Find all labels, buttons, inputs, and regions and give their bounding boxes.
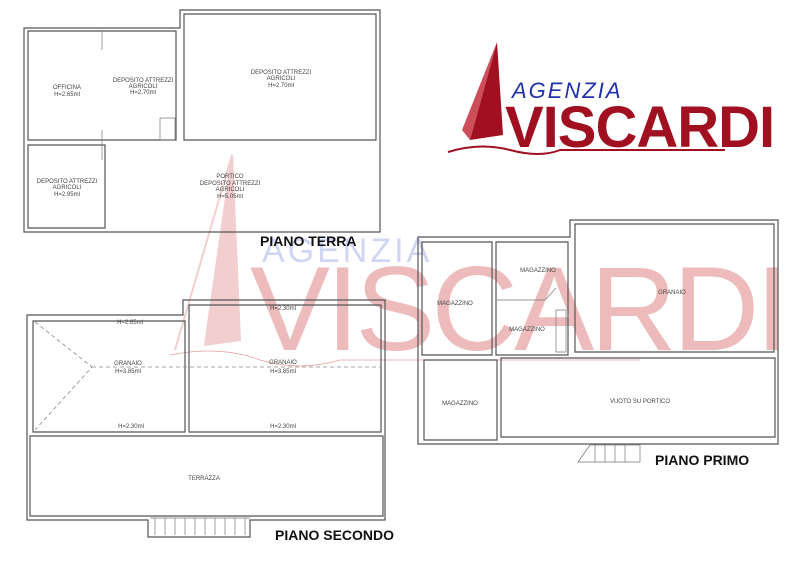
room-label: GRANAIO	[269, 360, 297, 366]
room-height: H=2.30ml	[270, 424, 296, 430]
sailboat-icon	[447, 42, 725, 155]
watermark-viscardi: VISCARDI	[250, 242, 785, 376]
floor-title: PIANO SECONDO	[275, 527, 394, 543]
room-height: H=2.70ml	[268, 83, 294, 89]
room-label: MAGAZZINO	[437, 301, 473, 307]
room-height: H=2.30ml	[118, 424, 144, 430]
room-label: AGRICOLI	[216, 187, 245, 193]
room-label: GRANAIO	[114, 361, 142, 367]
room-label: DEPOSITO ATTREZZI	[200, 181, 261, 187]
room-height: H=3.85ml	[115, 369, 141, 375]
room-label: DEPOSITO ATTREZZI	[113, 78, 174, 84]
floor-title: PIANO PRIMO	[655, 452, 749, 468]
room-height: H=3.85ml	[270, 369, 296, 375]
room-label: MAGAZZINO	[520, 268, 556, 274]
room-height: H=2.65ml	[54, 92, 80, 98]
room-label: MAGAZZINO	[509, 327, 545, 333]
room-label: AGRICOLI	[53, 185, 82, 191]
logo-viscardi: VISCARDI	[505, 95, 774, 160]
plan-piano-secondo: H=2.65ml H=2.30ml GRANAIO H=3.85ml GRANA…	[26, 299, 394, 543]
room-label: OFFICINA	[53, 85, 81, 91]
logo-agenzia: AGENZIA	[510, 78, 623, 103]
room-label: AGRICOLI	[129, 84, 158, 90]
room-label: DEPOSITO ATTREZZI	[37, 179, 98, 185]
plan-piano-terra: OFFICINA H=2.65ml DEPOSITO ATTREZZI AGRI…	[23, 9, 381, 249]
room-label: GRANAIO	[658, 290, 686, 296]
room-label: TERRAZZA	[188, 476, 220, 482]
agency-logo: AGENZIA VISCARDI	[447, 42, 775, 160]
watermark-sailboat-icon	[174, 154, 242, 351]
watermark-agenzia: AGENZIA	[262, 232, 432, 270]
room-height: H=2.70ml	[130, 90, 156, 96]
room-label: DEPOSITO ATTREZZI	[251, 70, 312, 76]
room-label: MAGAZZINO	[442, 401, 478, 407]
floor-title: PIANO TERRA	[260, 233, 356, 249]
room-height: H=5.05ml	[217, 194, 243, 200]
room-label: PORTICO	[216, 174, 244, 180]
room-height: H=2.30ml	[270, 306, 296, 312]
room-height: H=2.65ml	[117, 320, 143, 326]
plan-piano-primo: MAGAZZINO MAGAZZINO MAGAZZINO GRANAIO MA…	[417, 219, 779, 468]
watermark-logo: AGENZIA VISCARDI	[169, 154, 789, 376]
room-label: VUOTO SU PORTICO	[610, 399, 670, 405]
room-label: AGRICOLI	[267, 76, 296, 82]
room-height: H=2.95ml	[54, 192, 80, 198]
